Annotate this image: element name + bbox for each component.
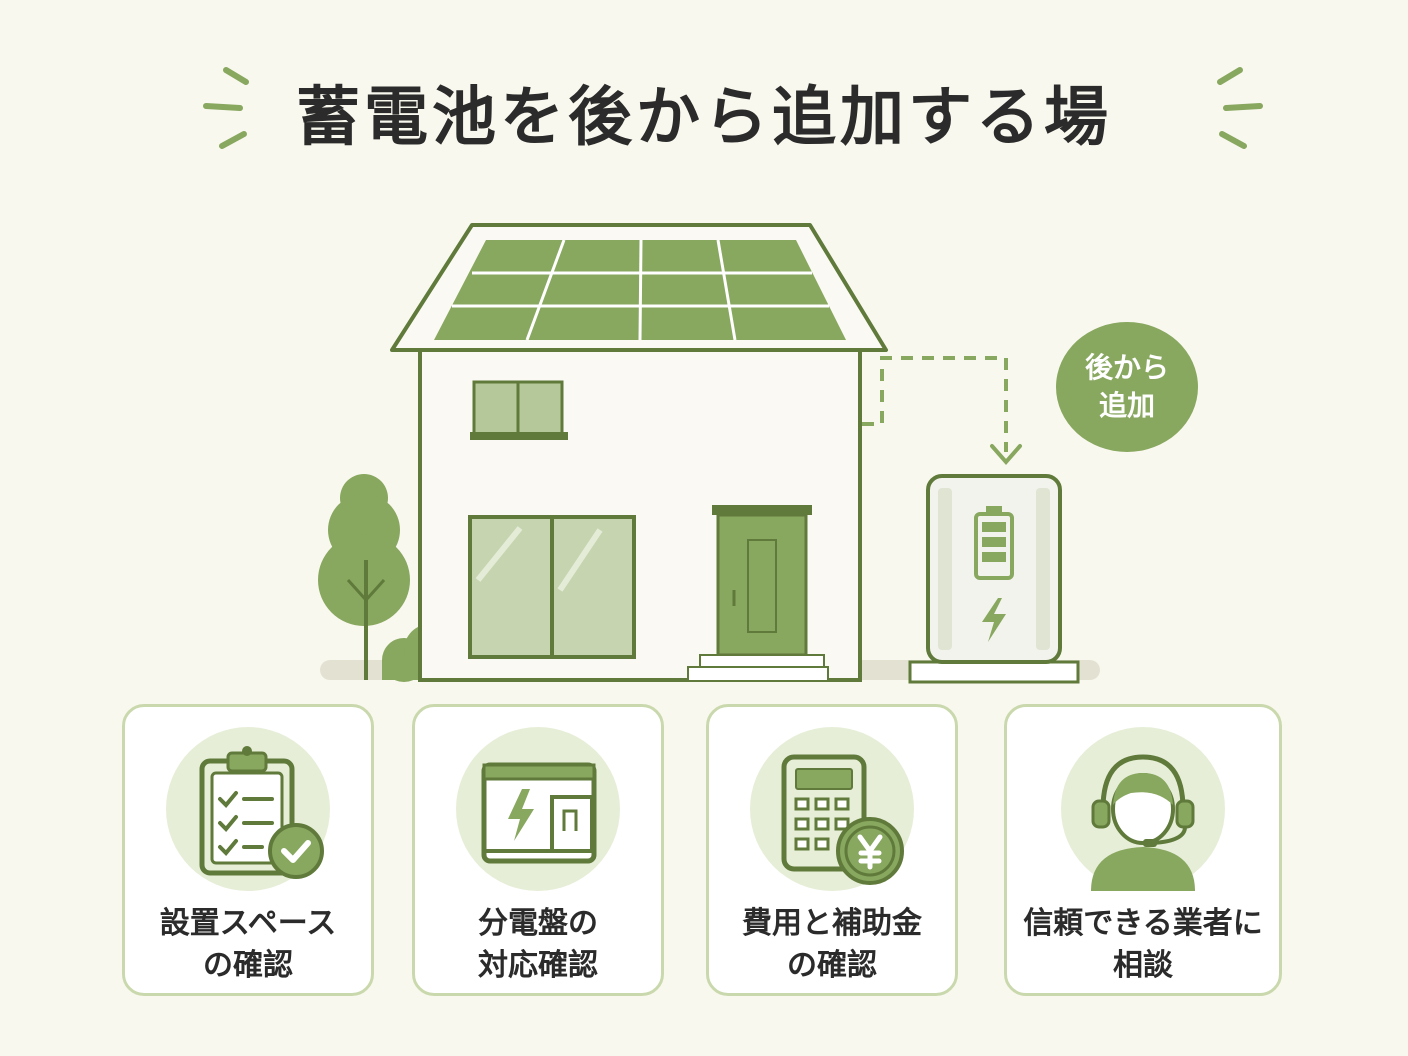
badge-line-2: 追加 [1098,389,1155,422]
sparkle-right-icon [1217,67,1263,149]
card-label: 費用と補助金 の確認 [742,906,922,983]
connection-arrow [862,356,1008,452]
card-label: 設置スペース の確認 [159,906,337,983]
card-distribution-board: 分電盤の 対応確認 [412,704,664,996]
upper-window [470,380,568,440]
sliding-window [468,515,636,659]
card-label: 分電盤の 対応確認 [478,906,598,983]
distribution-board-icon [481,762,597,864]
house-icon [390,223,888,682]
front-door [687,505,829,682]
card-label: 信頼できる業者に 相談 [1023,906,1263,983]
card-cost-subsidy: 費用と補助金 の確認 [706,704,958,996]
solar-panel-icon [434,239,846,341]
add-later-badge: 後から 追加 [1056,322,1198,452]
sparkle-left-icon [203,67,249,149]
headset-person-icon [1091,754,1195,891]
card-installation-space: 設置スペース の確認 [122,704,374,996]
house-scene [318,223,1100,684]
calculator-yen-icon [781,754,904,885]
tree-icon [318,474,410,680]
card-consult-contractor: 信頼できる業者に 相談 [1004,704,1282,996]
clipboard-check-icon [199,746,324,879]
page-title: 蓄電池を後から追加する場 [296,81,1112,155]
battery-unit-icon [908,474,1080,684]
badge-line-1: 後から [1084,351,1169,384]
